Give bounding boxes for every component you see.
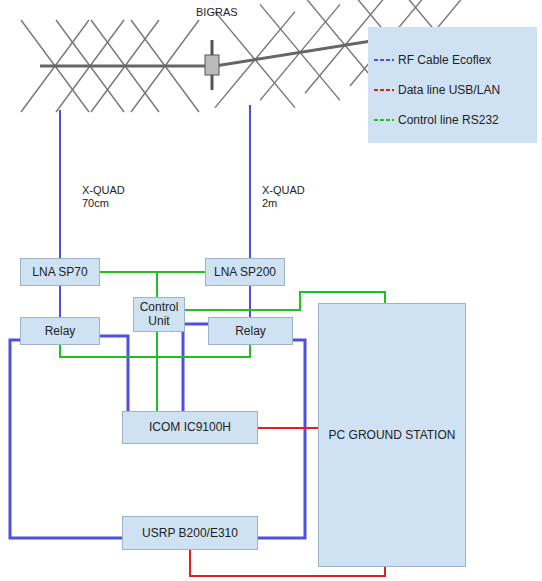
- cable-connector: [183, 324, 208, 411]
- cable-connector: [156, 332, 158, 411]
- legend-entry: RF Cable Ecoflex: [374, 53, 491, 67]
- rotator: [205, 55, 219, 75]
- legend-text: Control line RS232: [398, 113, 499, 127]
- legend-text: Data line USB/LAN: [398, 83, 500, 97]
- device-label: USRP B200/E310: [142, 526, 238, 540]
- antenna-label-text: X-QUAD 2m: [262, 184, 305, 209]
- device-box: Relay: [20, 317, 100, 345]
- device-box: LNA SP70: [20, 258, 100, 286]
- legend-text: RF Cable Ecoflex: [398, 53, 491, 67]
- device-label: LNA SP70: [32, 265, 87, 279]
- antenna-label-text: X-QUAD 70cm: [82, 184, 125, 209]
- feed-cable: [249, 105, 251, 258]
- antenna-label: X-QUAD 2m: [262, 184, 318, 210]
- feed-cable: [59, 110, 61, 258]
- legend-entry: Control line RS232: [374, 113, 499, 127]
- device-box: ICOM IC9100H: [122, 411, 258, 444]
- device-box: PC GROUND STATION: [318, 303, 466, 567]
- device-label: Relay: [45, 324, 76, 338]
- cable-connector: [100, 272, 157, 297]
- antenna-label-text: BIGRAS: [196, 6, 238, 18]
- legend-entry: Data line USB/LAN: [374, 83, 500, 97]
- cable-connector: [157, 272, 205, 297]
- device-box: Relay: [208, 317, 293, 345]
- device-box: USRP B200/E310: [122, 516, 258, 550]
- device-label: Control Unit: [138, 300, 180, 329]
- legend-line-sample: [374, 86, 394, 94]
- cable-connector: [100, 336, 128, 411]
- cable-connector: [258, 427, 318, 429]
- legend-line-sample: [374, 56, 394, 64]
- cable-connector: [10, 340, 122, 538]
- device-box: Control Unit: [133, 297, 185, 332]
- device-label: LNA SP200: [214, 265, 276, 279]
- device-label: ICOM IC9100H: [149, 420, 231, 434]
- legend-box: RF Cable EcoflexData line USB/LAN Control…: [368, 27, 537, 143]
- device-label: PC GROUND STATION: [329, 428, 456, 442]
- antenna-label: X-QUAD 70cm: [82, 184, 138, 210]
- device-label: Relay: [235, 324, 266, 338]
- antenna-boom: [40, 65, 215, 68]
- cable-connector: [59, 286, 61, 317]
- antenna-label: BIGRAS: [196, 6, 266, 19]
- cable-connector: [258, 340, 305, 538]
- device-box: LNA SP200: [205, 258, 285, 286]
- legend-line-sample: [374, 116, 394, 124]
- cable-connector: [249, 286, 251, 317]
